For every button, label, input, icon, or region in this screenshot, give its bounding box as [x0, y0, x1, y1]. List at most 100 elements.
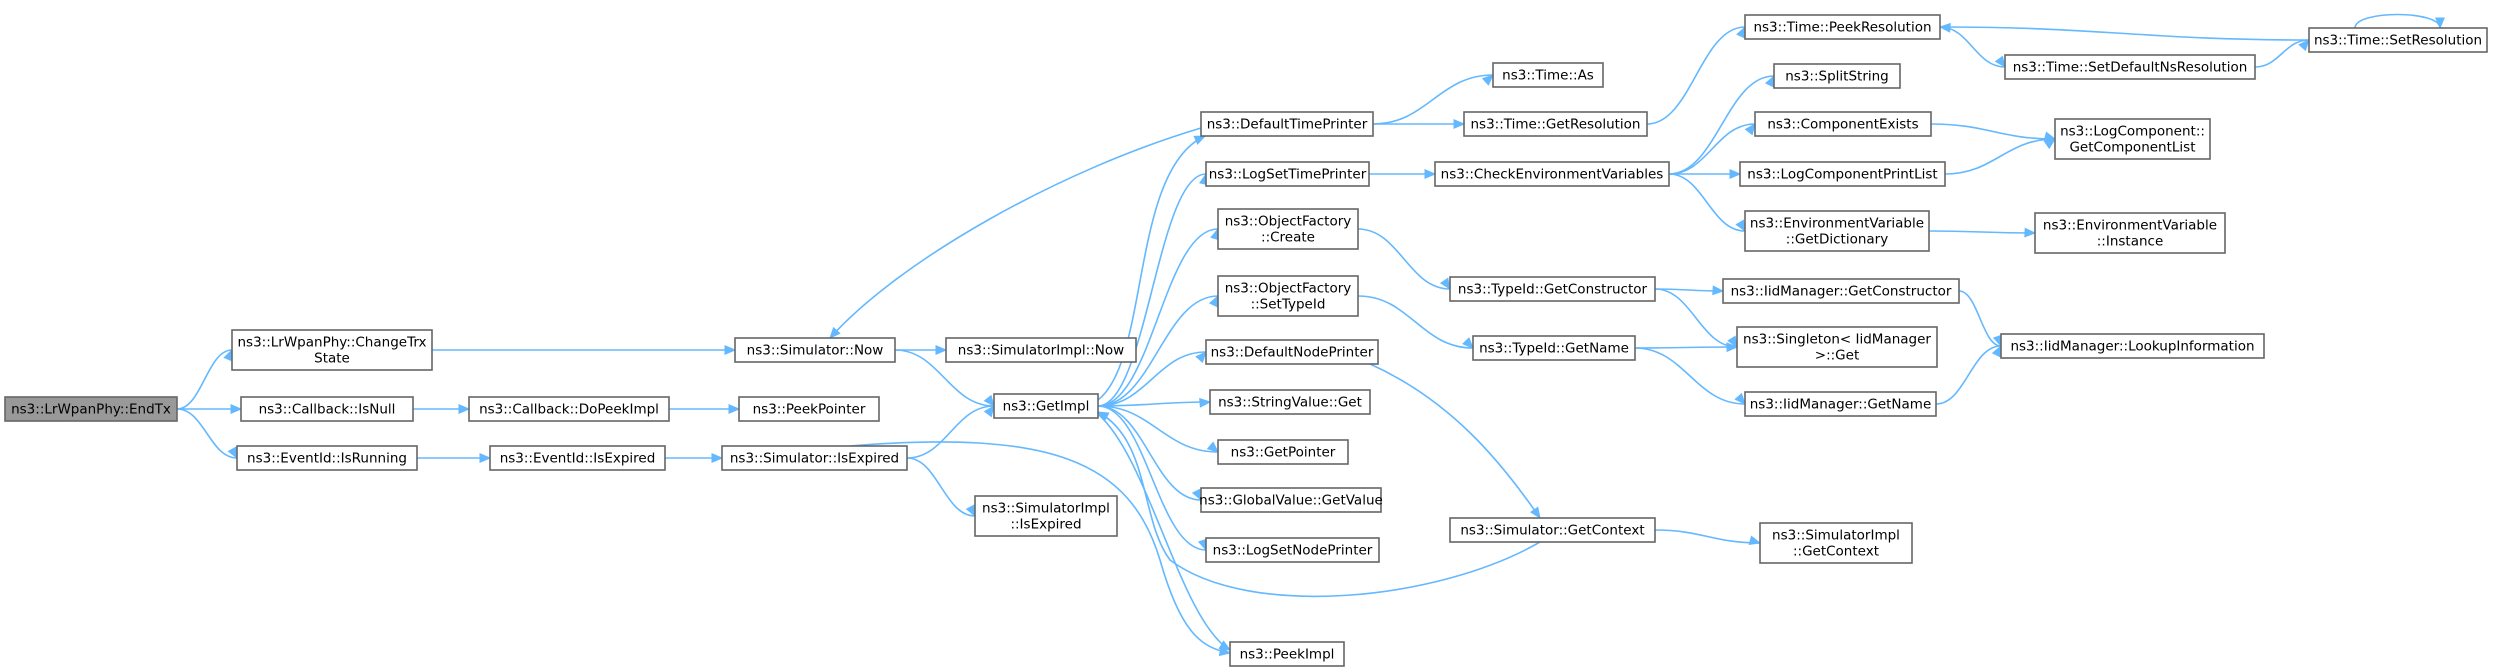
graph-node-envinstance[interactable]: ns3::EnvironmentVariable::Instance [2034, 212, 2226, 254]
node-box[interactable] [738, 396, 880, 422]
node-box[interactable] [1209, 389, 1371, 415]
graph-node-iidgetctor[interactable]: ns3::IidManager::GetConstructor [1722, 278, 1960, 304]
node-label: ns3::EventId::IsRunning [247, 451, 407, 467]
node-box[interactable] [2000, 333, 2265, 359]
graph-node-typeidgetname[interactable]: ns3::TypeId::GetName [1472, 335, 1636, 361]
node-box[interactable] [1434, 161, 1670, 187]
node-box[interactable] [236, 445, 418, 471]
graph-node-logsettimeprinter[interactable]: ns3::LogSetTimePrinter [1205, 161, 1370, 187]
graph-node-cbisnull[interactable]: ns3::Callback::IsNull [240, 396, 414, 422]
graph-node-simisexpired[interactable]: ns3::Simulator::IsExpired [721, 445, 908, 471]
graph-node-typeidgetctor[interactable]: ns3::TypeId::GetConstructor [1449, 276, 1656, 302]
node-box[interactable] [1217, 208, 1359, 250]
graph-node-simimplnow[interactable]: ns3::SimulatorImpl::Now [945, 337, 1137, 363]
node-box[interactable] [1229, 641, 1345, 667]
node-box[interactable] [1463, 111, 1648, 137]
edge-ofsettypeid-to-typeidgetname [1357, 295, 1474, 349]
node-box[interactable] [721, 445, 908, 471]
graph-node-logcompgetlist[interactable]: ns3::LogComponent::GetComponentList [2054, 118, 2211, 160]
graph-node-ofsettypeid[interactable]: ns3::ObjectFactory::SetTypeId [1217, 275, 1359, 317]
graph-node-evisrunning[interactable]: ns3::EventId::IsRunning [236, 445, 418, 471]
node-box[interactable] [2004, 54, 2256, 80]
graph-node-envgetdict[interactable]: ns3::EnvironmentVariable::GetDictionary [1744, 210, 1930, 252]
edge-simnow-to-getimpl [894, 349, 995, 407]
graph-node-peekimpl[interactable]: ns3::PeekImpl [1229, 641, 1345, 667]
node-box[interactable] [993, 393, 1099, 419]
graph-node-peekpointer[interactable]: ns3::PeekPointer [738, 396, 880, 422]
graph-node-timepeekres[interactable]: ns3::Time::PeekResolution [1744, 14, 1941, 40]
graph-node-iidlookupinfo[interactable]: ns3::IidManager::LookupInformation [2000, 333, 2265, 359]
node-label: ::IsExpired [1010, 517, 1081, 533]
node-box[interactable] [1449, 517, 1656, 543]
node-label: ns3::LogComponentPrintList [1747, 167, 1937, 183]
node-box[interactable] [1744, 210, 1930, 252]
node-box[interactable] [1773, 63, 1901, 89]
graph-node-logsetnodeprinter[interactable]: ns3::LogSetNodePrinter [1205, 537, 1380, 563]
graph-node-stringvalueget[interactable]: ns3::StringValue::Get [1209, 389, 1371, 415]
node-box[interactable] [1205, 161, 1370, 187]
edge-arrowhead [983, 394, 995, 408]
graph-node-evisexpired[interactable]: ns3::EventId::IsExpired [489, 445, 666, 471]
graph-node-splitstring[interactable]: ns3::SplitString [1773, 63, 1901, 89]
node-box[interactable] [1449, 276, 1656, 302]
edge-arrowhead [1424, 169, 1437, 179]
node-box[interactable] [1744, 14, 1941, 40]
graph-node-checkenv[interactable]: ns3::CheckEnvironmentVariables [1434, 161, 1670, 187]
graph-node-globalvaluegetvalue[interactable]: ns3::GlobalValue::GetValue [1199, 487, 1383, 513]
graph-node-getpointer[interactable]: ns3::GetPointer [1217, 439, 1349, 465]
node-box[interactable] [4, 396, 178, 422]
graph-node-timegetres[interactable]: ns3::Time::GetResolution [1463, 111, 1648, 137]
node-box[interactable] [1217, 275, 1359, 317]
node-box[interactable] [1722, 278, 1960, 304]
node-label: ns3::EnvironmentVariable [2043, 218, 2217, 234]
graph-node-componentexists[interactable]: ns3::ComponentExists [1754, 111, 1932, 137]
node-box[interactable] [1759, 522, 1913, 564]
edge-arrowhead [1712, 285, 1725, 296]
graph-node-simgetcontext[interactable]: ns3::Simulator::GetContext [1449, 517, 1656, 543]
node-box[interactable] [1205, 339, 1379, 365]
node-box[interactable] [1200, 487, 1382, 513]
graph-node-timesetdefaultns[interactable]: ns3::Time::SetDefaultNsResolution [2004, 54, 2256, 80]
node-box[interactable] [1217, 439, 1349, 465]
node-box[interactable] [2034, 212, 2226, 254]
graph-node-cbdopeek[interactable]: ns3::Callback::DoPeekImpl [468, 396, 670, 422]
graph-node-timesetres[interactable]: ns3::Time::SetResolution [2308, 27, 2488, 53]
node-box[interactable] [945, 337, 1137, 363]
edge-timesetres-to-timesetres [2354, 13, 2441, 29]
graph-node-simnow[interactable]: ns3::Simulator::Now [734, 337, 896, 363]
node-label: ns3::EnvironmentVariable [1750, 216, 1924, 232]
node-box[interactable] [1739, 161, 1946, 187]
node-box[interactable] [231, 329, 433, 371]
node-box[interactable] [734, 337, 896, 363]
node-box[interactable] [1200, 111, 1374, 137]
graph-node-simimplgetcontext[interactable]: ns3::SimulatorImpl::GetContext [1759, 522, 1913, 564]
graph-node-logcompprintlist[interactable]: ns3::LogComponentPrintList [1739, 161, 1946, 187]
node-box[interactable] [1492, 62, 1604, 88]
node-box[interactable] [974, 495, 1118, 537]
node-box[interactable] [240, 396, 414, 422]
graph-node-defaulttimeprinter[interactable]: ns3::DefaultTimePrinter [1200, 111, 1374, 137]
node-box[interactable] [1744, 391, 1937, 417]
node-label: GetComponentList [2069, 140, 2195, 156]
node-box[interactable] [1754, 111, 1932, 137]
graph-node-getimpl[interactable]: ns3::GetImpl [993, 393, 1099, 419]
node-box[interactable] [2308, 27, 2488, 53]
graph-node-iidgetname[interactable]: ns3::IidManager::GetName [1744, 391, 1937, 417]
node-box[interactable] [489, 445, 666, 471]
edge-arrowhead [935, 345, 948, 355]
graph-node-endtx[interactable]: ns3::LrWpanPhy::EndTx [4, 396, 178, 422]
graph-node-singletonget[interactable]: ns3::Singleton< IidManager >::Get [1736, 326, 1938, 368]
node-box[interactable] [1472, 335, 1636, 361]
graph-node-defaultnodeprinter[interactable]: ns3::DefaultNodePrinter [1205, 339, 1379, 365]
graph-node-ofcreate[interactable]: ns3::ObjectFactory::Create [1217, 208, 1359, 250]
edge-getimpl-to-logsetnodeprinter [1097, 405, 1207, 551]
edge-getimpl-to-defaulttimeprinter [1097, 135, 1206, 401]
node-box[interactable] [1205, 537, 1380, 563]
node-box[interactable] [1736, 326, 1938, 368]
edge-arrowhead [2043, 138, 2057, 150]
node-box[interactable] [468, 396, 670, 422]
graph-node-simimplisexpired[interactable]: ns3::SimulatorImpl::IsExpired [974, 495, 1118, 537]
node-box[interactable] [2054, 118, 2211, 160]
graph-node-timeas[interactable]: ns3::Time::As [1492, 62, 1604, 88]
